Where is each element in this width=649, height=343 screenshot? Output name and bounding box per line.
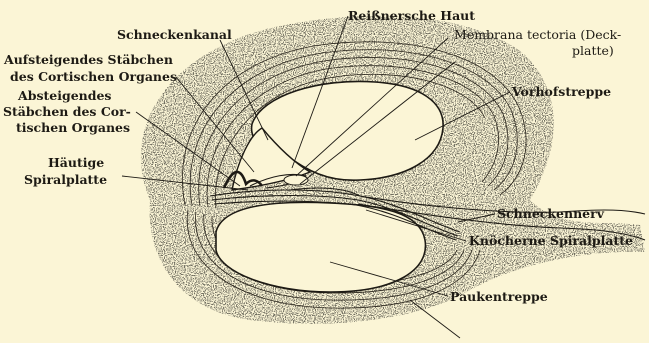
label-schneckennerv: Schneckennerv xyxy=(497,206,604,221)
label-schneckenkanal: Schneckenkanal xyxy=(117,27,232,42)
label-aufsteigendes-line1: Aufsteigendes Stäbchen xyxy=(4,52,173,67)
label-absteigendes-line1: Absteigendes xyxy=(18,88,111,103)
label-haeutige-line2: Spiralplatte xyxy=(24,172,107,187)
label-vorhofstreppe: Vorhofstreppe xyxy=(512,84,611,99)
label-reissnersche-haut: Reißnersche Haut xyxy=(348,8,475,23)
label-aufsteigendes-line2: des Cortischen Organes xyxy=(10,69,177,84)
label-haeutige-line1: Häutige xyxy=(48,155,104,170)
label-absteigendes-line3: tischen Organes xyxy=(16,120,130,135)
label-membrana-tectoria-line1: Membrana tectoria (Deck- xyxy=(454,27,621,42)
label-absteigendes-line2: Stäbchen des Cor- xyxy=(3,104,131,119)
label-knoecherne-spiralplatte: Knöcherne Spiralplatte xyxy=(469,233,633,248)
label-paukentreppe: Paukentreppe xyxy=(450,289,548,304)
label-membrana-tectoria-line2: platte) xyxy=(572,43,614,58)
